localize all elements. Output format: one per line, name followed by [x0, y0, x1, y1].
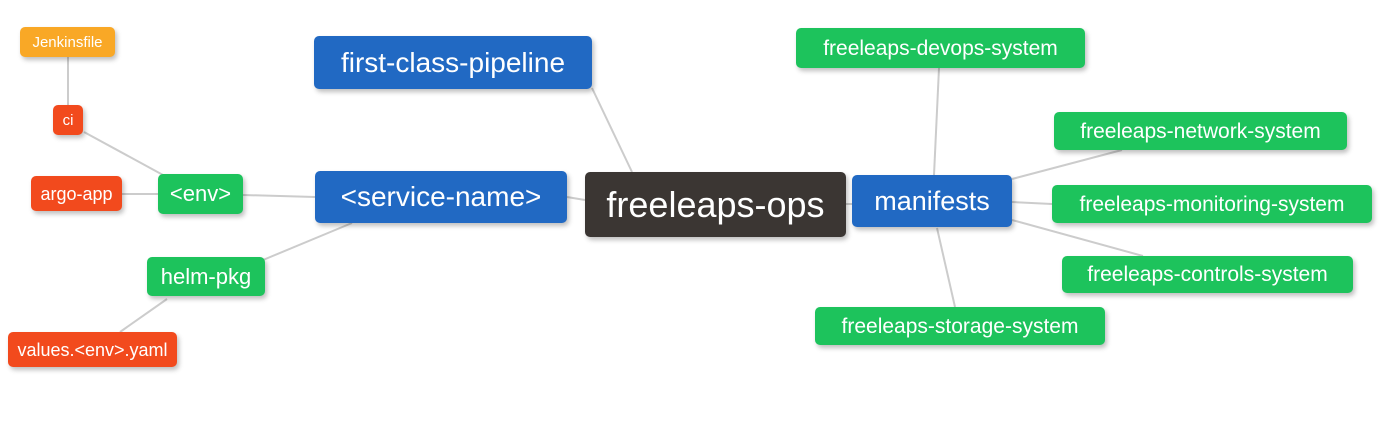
- node-ci[interactable]: ci: [53, 105, 83, 135]
- edge-first-class-pipeline-to-freeleaps-ops: [591, 87, 633, 173]
- edge-manifests-to-freeleaps-devops-system: [933, 67, 940, 176]
- edge-ci-to-env: [83, 131, 164, 176]
- node-manifests[interactable]: manifests: [852, 175, 1012, 227]
- node-env[interactable]: <env>: [158, 174, 243, 214]
- edge-env-to-service-name: [242, 194, 316, 198]
- edge-manifests-to-freeleaps-network-system: [1011, 149, 1123, 180]
- node-service-name[interactable]: <service-name>: [315, 171, 567, 223]
- node-freeleaps-storage-system[interactable]: freeleaps-storage-system: [815, 307, 1105, 345]
- node-helm-pkg[interactable]: helm-pkg: [147, 257, 265, 296]
- node-freeleaps-monitoring-system[interactable]: freeleaps-monitoring-system: [1052, 185, 1372, 223]
- edge-service-name-to-freeleaps-ops: [566, 196, 586, 201]
- edge-manifests-to-freeleaps-storage-system: [936, 227, 956, 308]
- node-freeleaps-network-system[interactable]: freeleaps-network-system: [1054, 112, 1347, 150]
- edge-helm-pkg-to-values-env-yaml: [119, 298, 168, 333]
- edge-manifests-to-freeleaps-monitoring-system: [1011, 201, 1053, 205]
- edge-manifests-to-freeleaps-controls-system: [1011, 219, 1144, 257]
- node-freeleaps-controls-system[interactable]: freeleaps-controls-system: [1062, 256, 1353, 293]
- edge-helm-pkg-to-service-name: [262, 222, 353, 261]
- node-jenkinsfile[interactable]: Jenkinsfile: [20, 27, 115, 57]
- node-freeleaps-ops[interactable]: freeleaps-ops: [585, 172, 846, 237]
- node-argo-app[interactable]: argo-app: [31, 176, 122, 211]
- node-freeleaps-devops-system[interactable]: freeleaps-devops-system: [796, 28, 1085, 68]
- node-values-env-yaml[interactable]: values.<env>.yaml: [8, 332, 177, 367]
- node-first-class-pipeline[interactable]: first-class-pipeline: [314, 36, 592, 89]
